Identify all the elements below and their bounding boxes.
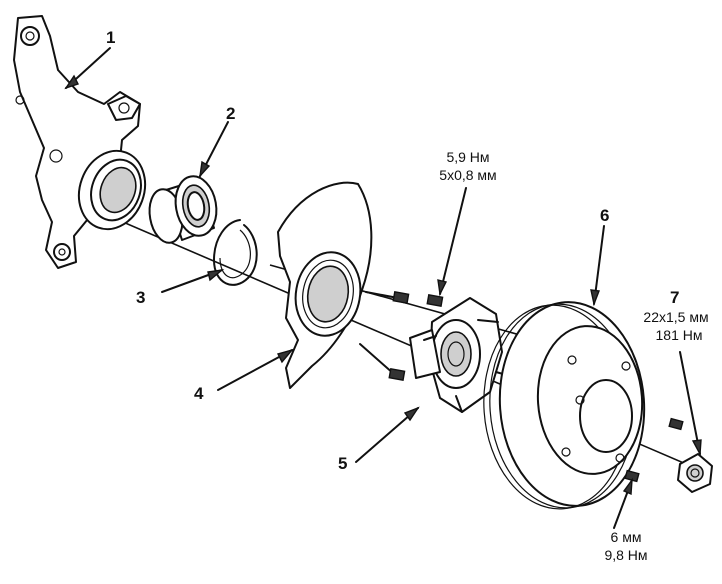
- leader-bolt-arrowhead: [437, 279, 448, 297]
- snap-ring: [213, 219, 258, 286]
- wheel-bearing: [148, 175, 218, 244]
- screw-size-spec: 6 мм: [610, 529, 642, 545]
- nut-torque-spec: 181 Нм: [655, 327, 703, 343]
- leader-6-arrowhead: [590, 289, 600, 307]
- bolt-size-spec: 5x0,8 мм: [439, 167, 497, 183]
- callout-2: 2: [226, 104, 236, 123]
- callout-3: 3: [136, 288, 146, 307]
- nut-size-spec: 22x1,5 мм: [643, 309, 709, 325]
- leader-screw-arrowhead: [622, 477, 633, 496]
- hub-bolt: [426, 294, 444, 307]
- steering-knuckle: [13, 15, 147, 269]
- leader-5-arrowhead: [403, 406, 420, 422]
- disc-screw-lower: [624, 469, 640, 483]
- hub-nut: [677, 453, 713, 493]
- splash-shield: [277, 181, 399, 389]
- bolt-torque-spec: 5,9 Нм: [446, 149, 490, 165]
- callout-4: 4: [194, 384, 204, 403]
- leader-7: [679, 351, 701, 455]
- leader-2-arrowhead: [198, 160, 211, 179]
- shield-bolt-upper: [392, 291, 410, 304]
- callout-1: 1: [106, 28, 116, 47]
- wheel-hub: [409, 297, 511, 413]
- callout-5: 5: [338, 454, 348, 473]
- shield-bolt-lower: [388, 368, 406, 381]
- disc-screw-upper: [668, 417, 684, 431]
- callout-7: 7: [670, 288, 680, 307]
- leader-1-arrowhead: [64, 74, 79, 90]
- leader-4-arrowhead: [276, 348, 294, 364]
- leader-bolt: [439, 187, 467, 295]
- callout-6: 6: [600, 206, 610, 225]
- leader-lines: [64, 47, 702, 529]
- brake-disc: [483, 301, 646, 510]
- leader-7-arrowhead: [691, 439, 702, 457]
- screw-torque-spec: 9,8 Нм: [604, 547, 648, 563]
- leader-3-arrowhead: [207, 268, 225, 282]
